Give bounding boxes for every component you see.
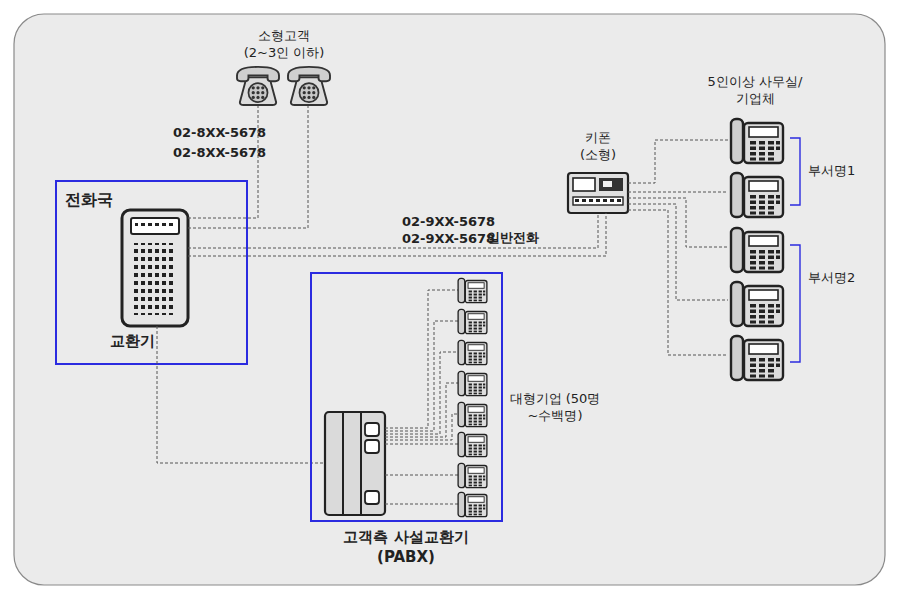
- node-label: 소형고객 (2~3인 이하): [239, 28, 329, 62]
- phone-line: [628, 198, 728, 247]
- node-label: 부서명1: [808, 163, 855, 180]
- wire: [385, 321, 458, 431]
- node-label: 고객측 사설교환기 (PABX): [326, 528, 486, 567]
- phone-line: [157, 326, 310, 463]
- department-group: 부서명1: [728, 115, 856, 223]
- desk-phone: [458, 432, 487, 456]
- keyphone-device: [568, 173, 628, 213]
- desk-phone: [458, 463, 487, 487]
- phone-line: [188, 213, 598, 248]
- classic-phone: [288, 67, 330, 105]
- phone-number: 02-9XX-5678: [402, 231, 495, 248]
- keyphone-buttons: [573, 197, 623, 205]
- desk-phone: [458, 402, 487, 426]
- phone-number: 02-8XX-5678: [173, 125, 266, 142]
- office-group: 5인이상 사무실/기업체부서명1부서명2: [722, 70, 862, 388]
- pabx-wiring: [310, 290, 458, 504]
- desk-phone: [458, 492, 487, 516]
- wire: [385, 352, 458, 434]
- phone-line: [628, 140, 728, 183]
- keyphone-display-light: [603, 181, 612, 187]
- pabx-divider: [342, 412, 344, 515]
- keyphone-node: 키폰 (소형): [568, 173, 628, 213]
- department-group: 부서명2: [728, 226, 856, 386]
- classic-phone: [237, 67, 279, 105]
- node-label: 대형기업 (50명~수백명): [505, 391, 605, 425]
- phone-line: [188, 213, 606, 256]
- node-label: 부서명2: [808, 270, 855, 287]
- phone-line: [628, 192, 728, 193]
- wire: [385, 414, 458, 440]
- exchange-panel: [131, 218, 179, 234]
- pabx-divider: [360, 412, 362, 515]
- wire: [385, 504, 458, 505]
- pabx-boundary: 고객측 사설교환기 (PABX)대형기업 (50명~수백명): [310, 272, 503, 522]
- keyphone-body: [568, 173, 628, 213]
- desk-phone: [458, 371, 487, 395]
- node-label: 교환기: [92, 332, 172, 352]
- desk-phone: [731, 336, 783, 380]
- desk-phone: [458, 278, 487, 302]
- pabx-module: [365, 423, 379, 436]
- phone-line: [188, 106, 308, 228]
- exchange-port-grid: [134, 243, 176, 315]
- phone-number: 02-9XX-5678: [402, 214, 495, 231]
- exchange-node: 교환기: [122, 210, 188, 326]
- keyphone-display: [599, 178, 623, 191]
- pabx-module: [365, 440, 379, 453]
- group-bracket: [790, 138, 800, 205]
- wire: [385, 444, 458, 445]
- desk-phone: [731, 173, 783, 217]
- pabx-device: [325, 412, 385, 515]
- wire: [385, 475, 458, 476]
- desk-phone: [731, 282, 783, 326]
- group-bracket: [790, 245, 800, 362]
- exchange-device: [122, 210, 188, 326]
- phone-line: [188, 106, 258, 218]
- node-label: 전화국: [65, 190, 113, 211]
- wire: [310, 463, 325, 464]
- pabx-cabinet: [325, 412, 385, 515]
- desk-phone: [458, 340, 487, 364]
- desk-phone: [458, 309, 487, 333]
- phone-line: [628, 210, 728, 355]
- phone-line: [628, 204, 728, 300]
- keyphone-button-row: [575, 198, 621, 204]
- wire: [385, 290, 458, 428]
- desk-phone: [731, 119, 783, 163]
- phone-group: 소형고객 (2~3인 이하): [228, 28, 340, 106]
- background-panel: [14, 14, 885, 585]
- desk-phone: [731, 228, 783, 272]
- phone-group: 대형기업 (50명~수백명): [455, 275, 491, 520]
- pabx-module: [365, 491, 379, 504]
- office-boundary: 전화국교환기: [55, 180, 248, 365]
- keyphone-window: [573, 178, 595, 191]
- exchange-cabinet: [122, 210, 188, 326]
- line-note: 일반전화: [487, 230, 539, 247]
- node-label: 5인이상 사무실/기업체: [705, 74, 805, 108]
- node-label: 키폰 (소형): [573, 130, 623, 164]
- phone-number: 02-8XX-5678: [173, 145, 266, 162]
- wire: [385, 383, 458, 437]
- exchange-panel-keys: [135, 223, 176, 229]
